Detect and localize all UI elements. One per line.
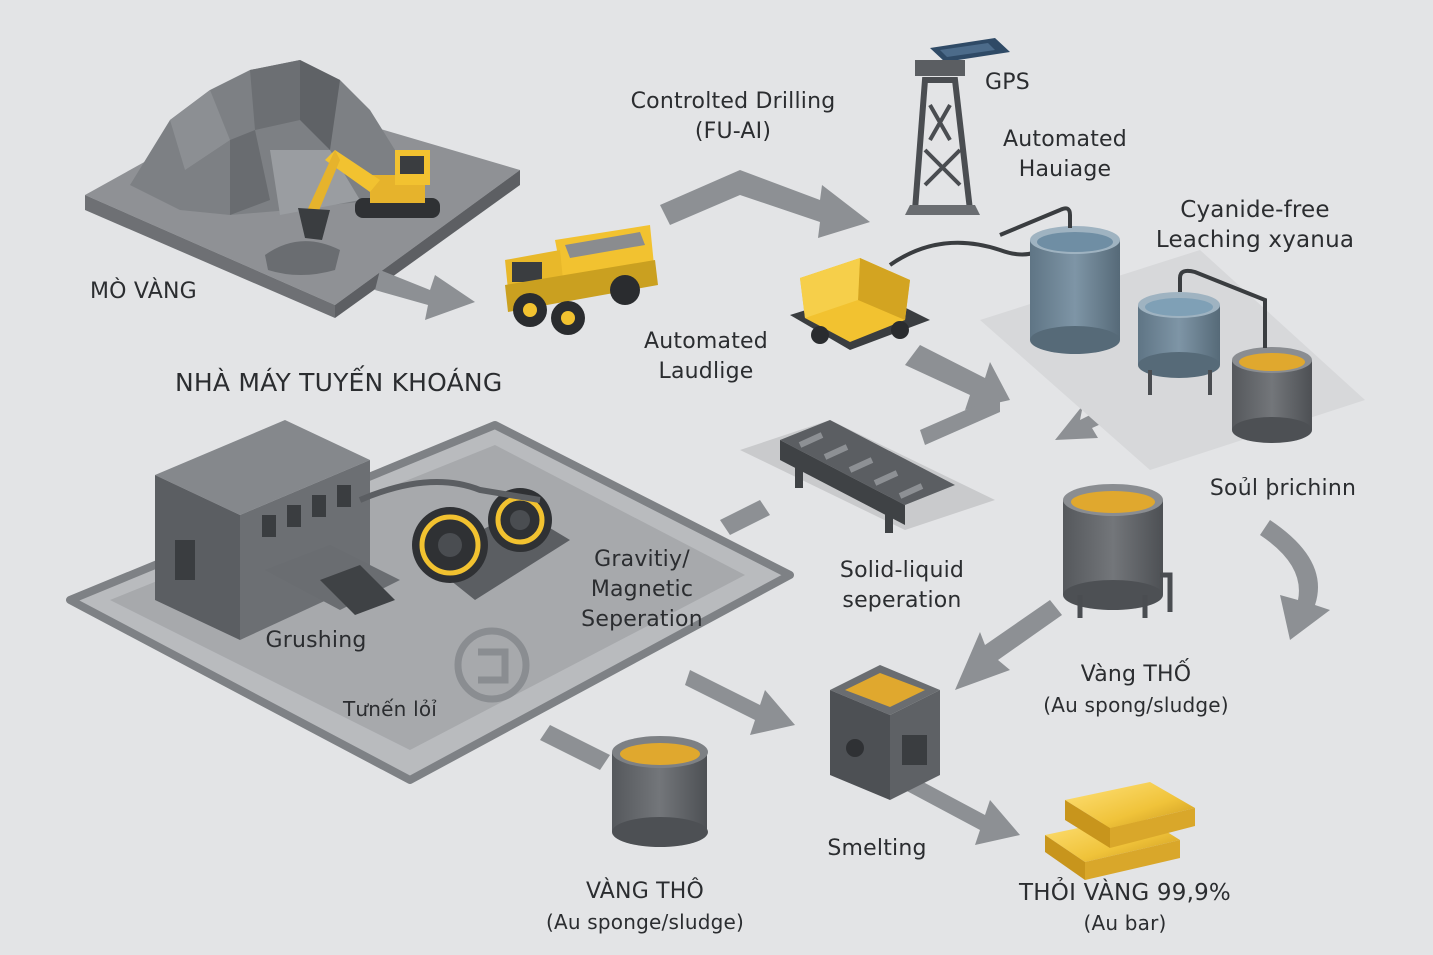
label-laudlige-line2: Laudlige [658, 359, 754, 384]
leaching-tanks [980, 206, 1365, 470]
smelting-furnace-icon [830, 665, 940, 800]
excavator-icon [298, 150, 440, 240]
label-mine: MÒ VÀNG [90, 279, 197, 304]
label-haulage-line2: Hauiage [1018, 157, 1112, 182]
gold-bar-icon [1045, 782, 1195, 880]
tank-medium-icon [1138, 292, 1220, 395]
label-leaching-line2: Leaching xyanua [1155, 227, 1355, 253]
label-haulage-line1: Automated [1003, 127, 1127, 152]
label-gold-bar-line2: (Au bar) [1083, 911, 1167, 935]
label-vang-tho-bottom-line1: VÀNG THÔ [585, 879, 705, 904]
label-leaching-line1: Cyanide-free [1180, 197, 1330, 223]
label-gold-bar: THỎI VÀNG 99,9% (Au bar) [1019, 878, 1231, 938]
label-soul: Soủl þrichinn [1209, 476, 1357, 501]
crusher-icon [265, 545, 400, 615]
label-gold-bar-line1: THỎI VÀNG 99,9% [1019, 880, 1231, 906]
label-vang-tho-right-line2: (Au spong/sludge) [1043, 693, 1229, 717]
flow-arrows [375, 170, 1330, 845]
label-solid-liquid: Solid-liquid seperation [840, 556, 964, 616]
label-laudlige: Automated Laudlige [644, 327, 768, 387]
label-plant: NHÀ MÁY TUYẾN KHOÁNG [175, 368, 503, 397]
heated-pot-icon [1063, 484, 1173, 618]
label-solid-liquid-line1: Solid-liquid [839, 558, 965, 583]
label-separation: Gravitiy/ Magnetic Seperation [581, 545, 703, 635]
label-laudlige-line1: Automated [644, 329, 768, 354]
label-vang-tho-right-line1: Vàng THỐ [1080, 662, 1192, 687]
crucible-icon [612, 736, 708, 847]
label-drilling-line2: (FU-AI) [694, 119, 772, 144]
processing-plant [66, 420, 794, 784]
label-separation-line2: Magnetic [590, 577, 694, 602]
label-vang-tho-right: Vàng THỐ (Au spong/sludge) [1043, 660, 1229, 720]
label-gps: GPS [985, 70, 1030, 95]
label-tuyen-loi: Tưnến lỏỉ [342, 697, 438, 721]
label-drilling-line1: Controlted Drilling [630, 89, 836, 114]
label-vang-tho-bottom: VÀNG THÔ (Au sponge/sludge) [546, 877, 744, 937]
label-separation-line1: Gravitiy/ [594, 547, 690, 572]
tank-gold-icon [1232, 347, 1312, 443]
dump-truck-icon [505, 225, 658, 335]
recycle-icon [454, 627, 530, 703]
tank-large-icon [1030, 226, 1120, 354]
label-smelting: Smelting [827, 836, 927, 861]
gps-tower-icon [905, 38, 1010, 215]
label-vang-tho-bottom-line2: (Au sponge/sludge) [545, 910, 745, 934]
label-solid-liquid-line2: seperation [842, 588, 962, 613]
label-leaching: Cyanide-free Leaching xyanua [1156, 195, 1354, 255]
label-separation-line3: Seperation [581, 607, 703, 632]
mine-area [85, 60, 520, 318]
label-crushing: Grushing [265, 628, 367, 653]
magnetic-separator-icon [412, 488, 570, 600]
label-haulage: Automated Hauiage [1003, 125, 1127, 185]
label-drilling: Controlted Drilling (FU-AI) [631, 87, 836, 147]
conveyor-icon [740, 420, 995, 533]
